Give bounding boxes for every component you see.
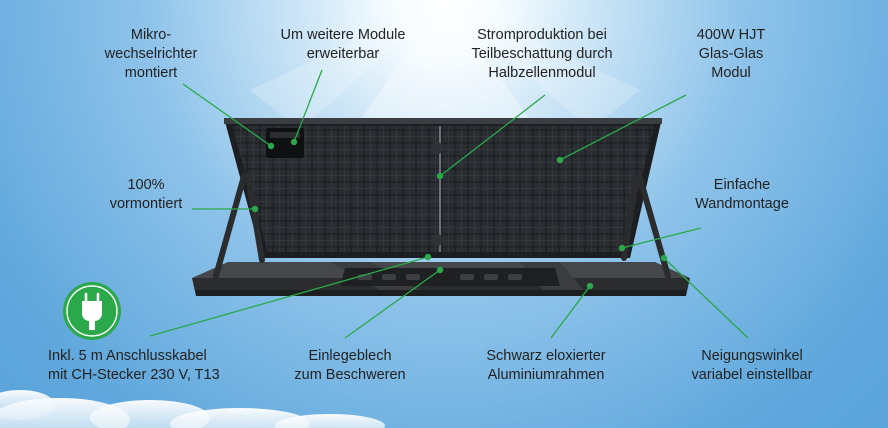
leader-dots [251,138,668,290]
label-frame: Schwarz eloxierter Aluminiumrahmen [486,348,606,383]
clouds [0,390,385,428]
label-module: 400W HJT Glas-Glas Modul [696,27,766,81]
sun-rays [250,0,640,130]
ballast-sheet [340,268,560,286]
label-expandable: Um weitere Module erweiterbar [280,27,406,62]
label-premounted: 100% vormontiert [109,177,183,212]
leader-lines [149,69,749,339]
power-plug-icon [63,282,121,340]
label-wallmount: Einfache Wandmontage [695,177,789,212]
label-tilt: Neigungswinkel variabel einstellbar [691,348,813,383]
solar-panel [224,118,662,258]
label-cable: Inkl. 5 m Anschlusskabel mit CH-Stecker … [48,348,220,383]
label-microinverter: Mikro- wechselrichter montiert [104,27,198,81]
junction-connectors [431,142,443,246]
microinverter [266,128,304,158]
label-shading: Stromproduktion bei Teilbeschattung durc… [471,27,613,81]
label-ballast: Einlegeblech zum Beschweren [294,348,406,383]
